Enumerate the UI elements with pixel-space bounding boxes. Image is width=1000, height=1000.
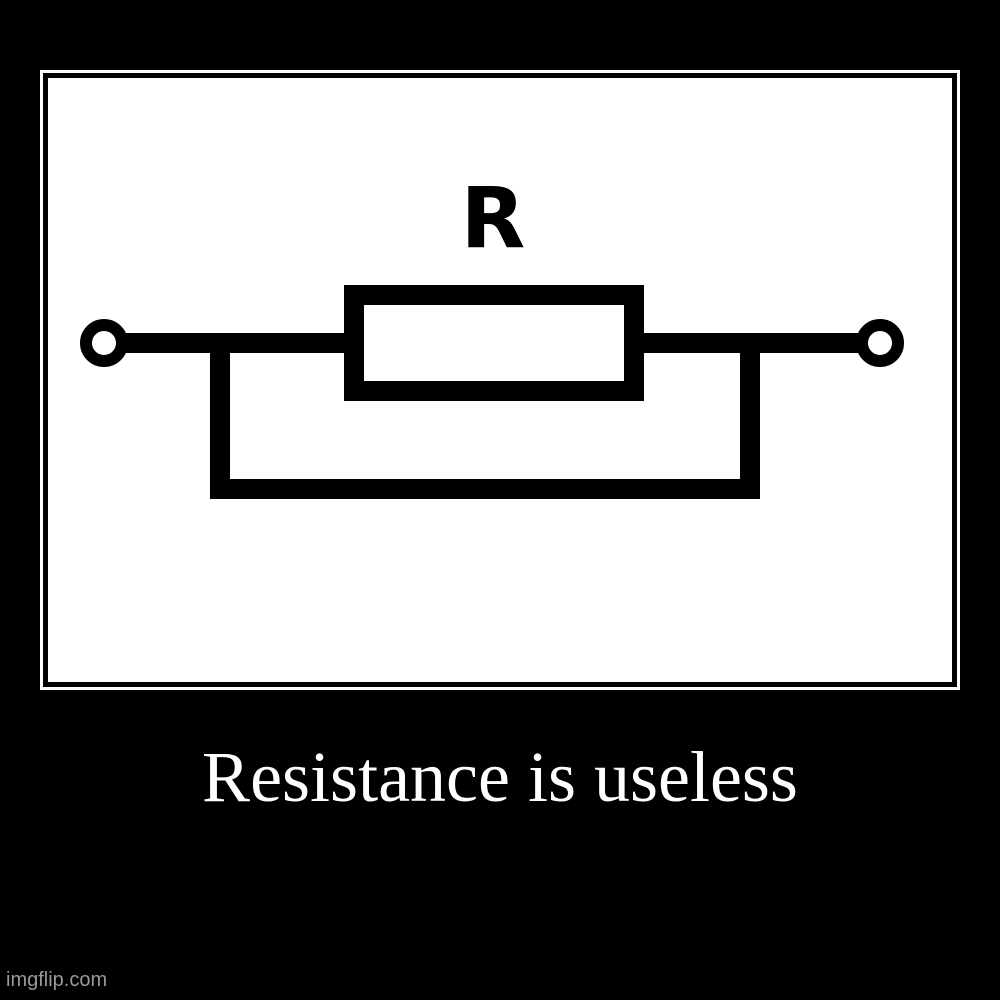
caption: Resistance is useless: [202, 737, 798, 817]
left-terminal: [80, 319, 128, 367]
resistor-label: R: [460, 169, 526, 267]
right-terminal: [856, 319, 904, 367]
bypass-wire: [210, 343, 760, 499]
imgflip-watermark: imgflip.com: [6, 969, 108, 991]
resistor-body: [344, 285, 644, 401]
picture-frame: R: [40, 70, 960, 690]
circuit-diagram: R: [48, 78, 952, 682]
resistor-short-circuit-schematic: [80, 285, 904, 499]
